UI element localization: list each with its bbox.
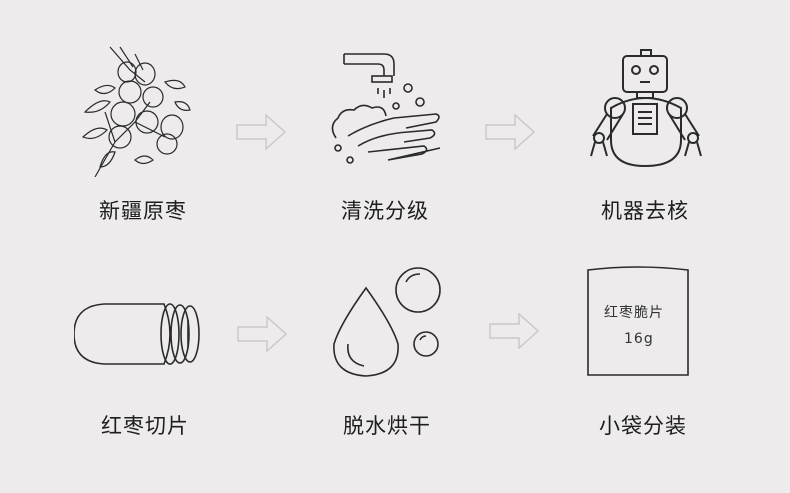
arrow-right-icon: [236, 114, 286, 150]
jujube-branch-icon: [81, 46, 191, 177]
step-label-wash-grade: 清洗分级: [341, 199, 429, 223]
arrow-right-icon: [489, 313, 539, 349]
step-label-machine-pitting: 机器去核: [601, 199, 689, 223]
step-label-jujube-slicing: 红枣切片: [101, 414, 189, 438]
step-label-bag-packing: 小袋分装: [599, 414, 687, 438]
arrow-right-icon: [485, 114, 535, 150]
package-bag-icon: [587, 266, 689, 376]
water-drop-icon: [333, 267, 441, 377]
bag-weight: 16g: [624, 331, 654, 347]
jujube-slice-icon: [74, 303, 200, 365]
bag-product-name: 红枣脆片: [604, 305, 664, 321]
arrow-right-icon: [237, 316, 287, 352]
robot-icon: [590, 49, 702, 168]
step-label-dehydrate-dry: 脱水烘干: [343, 414, 431, 438]
step-label-raw-jujube: 新疆原枣: [99, 199, 187, 223]
hand-washing-icon: [331, 53, 441, 164]
